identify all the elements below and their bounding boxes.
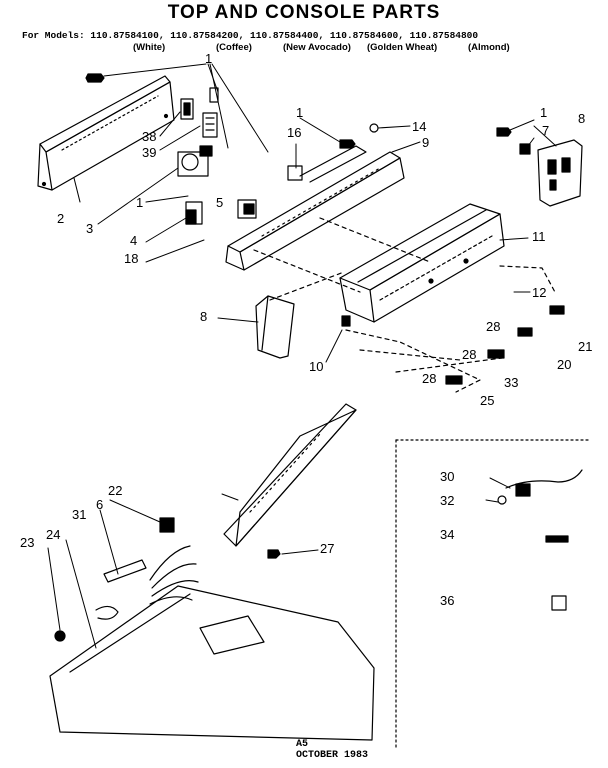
switch-part-39 [202, 112, 218, 138]
switch-part-5 [237, 199, 257, 219]
page-code: A5 [296, 739, 309, 750]
callout-1: 1 [540, 105, 548, 120]
callout-28: 28 [462, 347, 477, 362]
color-almond: (Almond) [468, 42, 510, 53]
connector-part-36 [551, 595, 567, 611]
leader-lines [47, 63, 557, 649]
callout-8-right: 8 [578, 111, 586, 126]
callout-10: 10 [309, 359, 324, 374]
callout-9: 9 [422, 135, 430, 150]
callout-14: 14 [412, 119, 427, 134]
callout-1: 1 [296, 105, 304, 120]
callout-36: 36 [440, 593, 455, 608]
callout-18: 18 [124, 251, 139, 266]
end-cap-part-8-left [255, 295, 295, 359]
callout-39: 39 [142, 145, 157, 160]
callout-8-left: 8 [200, 309, 208, 324]
knob-icon [209, 87, 219, 103]
callout-16: 16 [287, 125, 302, 140]
callout-23: 23 [20, 535, 35, 550]
wire-part-34 [545, 535, 569, 543]
knob-part-28 [487, 349, 505, 359]
callout-21: 21 [578, 339, 593, 354]
color-white: (White) [133, 42, 166, 53]
models-line: For Models: 110.87584100, 110.87584200, … [22, 30, 479, 41]
top-lid-part-22 [223, 403, 357, 547]
screw-icon [85, 73, 105, 83]
callout-38: 38 [142, 129, 157, 144]
callout-3: 3 [86, 221, 94, 236]
callout-6: 6 [96, 497, 104, 512]
rear-panel-part-2 [37, 75, 175, 191]
console-bracket-part-9 [225, 145, 405, 271]
knob-part-33 [445, 375, 463, 385]
callout-31: 31 [72, 507, 87, 522]
callout-1: 1 [136, 195, 144, 210]
callout-33: 33 [504, 375, 519, 390]
callout-28: 28 [486, 319, 501, 334]
callout-5: 5 [216, 195, 224, 210]
clip-part-7 [519, 143, 531, 155]
knob-part-12 [549, 305, 565, 315]
callout-27: 27 [320, 541, 335, 556]
end-cap-part-8-right [537, 139, 583, 207]
callout-22: 22 [108, 483, 123, 498]
screw-icon [496, 127, 512, 137]
callout-1: 1 [205, 51, 213, 66]
switch-part-4 [185, 201, 203, 225]
block-part-6 [159, 517, 175, 533]
top-base-part-24 [49, 585, 375, 741]
switch-part-38 [180, 98, 194, 120]
callout-28: 28 [422, 371, 437, 386]
callout-12: 12 [532, 285, 547, 300]
color-golden-wheat: (Golden Wheat) [367, 42, 438, 53]
explode-lines [253, 217, 557, 393]
foot-part-23 [54, 630, 66, 642]
screw-icon [339, 139, 356, 149]
footer-date: OCTOBER 1983 [296, 750, 369, 761]
callout-32: 32 [440, 493, 455, 508]
callout-30: 30 [440, 469, 455, 484]
bracket-part-16 [287, 165, 303, 181]
callout-24: 24 [46, 527, 61, 542]
power-cord-part-30 [497, 469, 583, 505]
timer-part-3 [177, 145, 213, 177]
console-panel-part-11 [339, 203, 505, 323]
page-title: TOP AND CONSOLE PARTS [167, 2, 441, 23]
clip-part-14 [369, 123, 379, 133]
callout-2: 2 [57, 211, 65, 226]
callout-11: 11 [532, 229, 546, 244]
knob-part-28 [517, 327, 533, 337]
callout-4: 4 [130, 233, 138, 248]
callout-25: 25 [480, 393, 495, 408]
callout-7: 7 [542, 123, 550, 138]
color-new-avocado: (New Avocado) [283, 42, 351, 53]
callout-20: 20 [557, 357, 572, 372]
callout-34: 34 [440, 527, 455, 542]
color-coffee: (Coffee) [216, 42, 252, 53]
screw-icon [267, 549, 281, 559]
screw-icon [341, 315, 351, 327]
